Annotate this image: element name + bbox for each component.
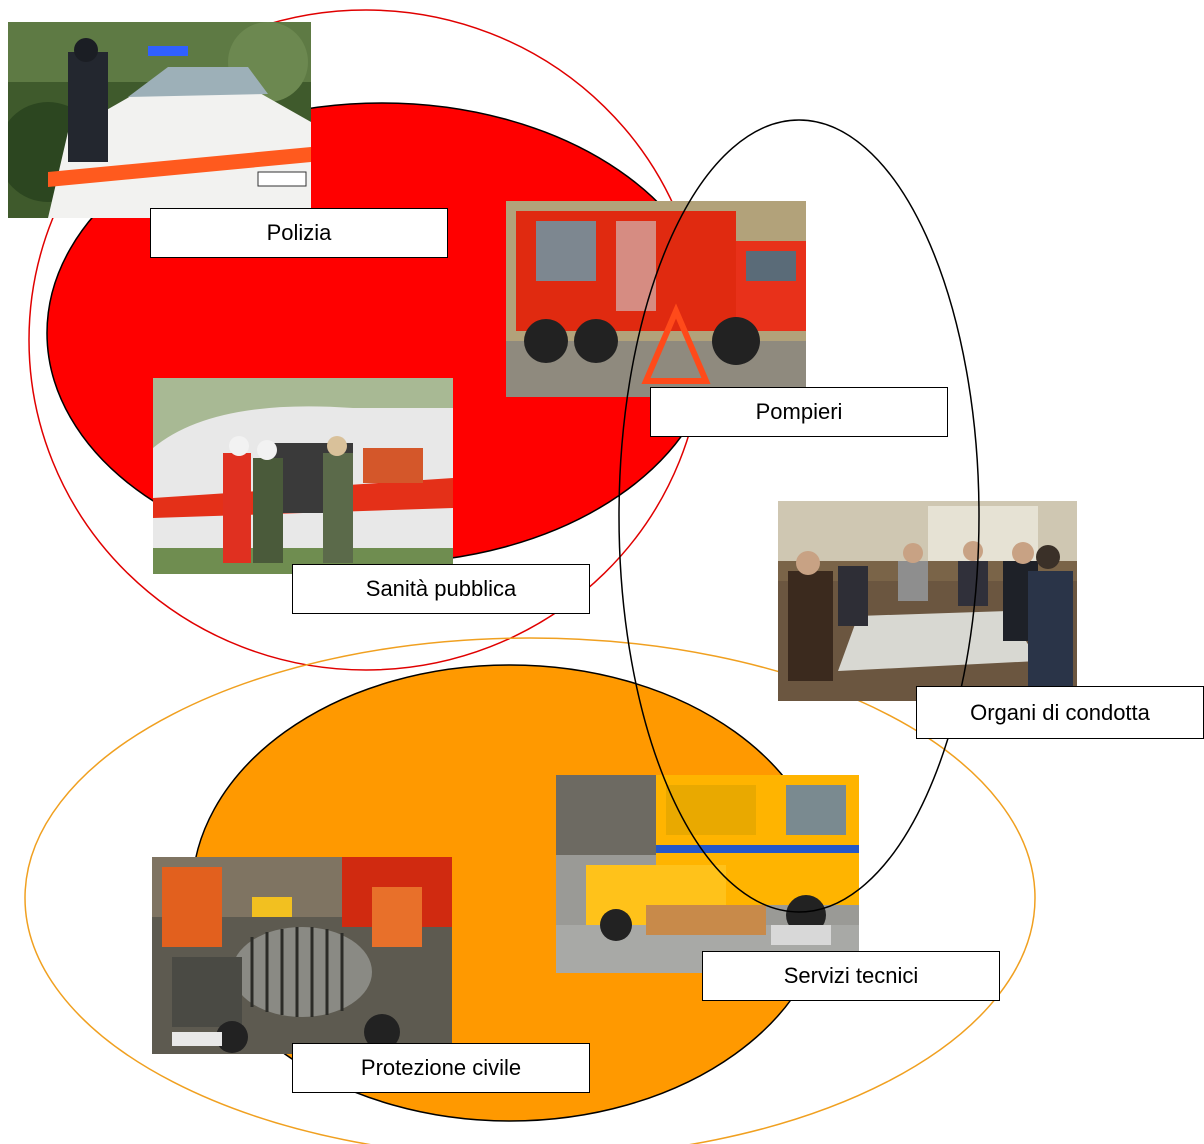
label-organi-di-condotta: Organi di condotta — [916, 686, 1204, 739]
label-sanita-pubblica: Sanità pubblica — [292, 564, 590, 614]
civil-protection-equipment-photo — [152, 857, 452, 1054]
label-servizi-tecnici: Servizi tecnici — [702, 951, 1000, 1001]
rescue-helicopter-photo — [153, 378, 453, 574]
police-car-photo — [8, 22, 311, 218]
civil-protection-outline — [24, 637, 1036, 1144]
label-polizia: Polizia — [150, 208, 448, 258]
label-pompieri: Pompieri — [650, 387, 948, 437]
label-protezione-civile: Protezione civile — [292, 1043, 590, 1093]
utility-vehicle-photo — [556, 775, 859, 973]
fire-truck-photo — [506, 201, 806, 397]
command-meeting-photo — [778, 501, 1077, 701]
